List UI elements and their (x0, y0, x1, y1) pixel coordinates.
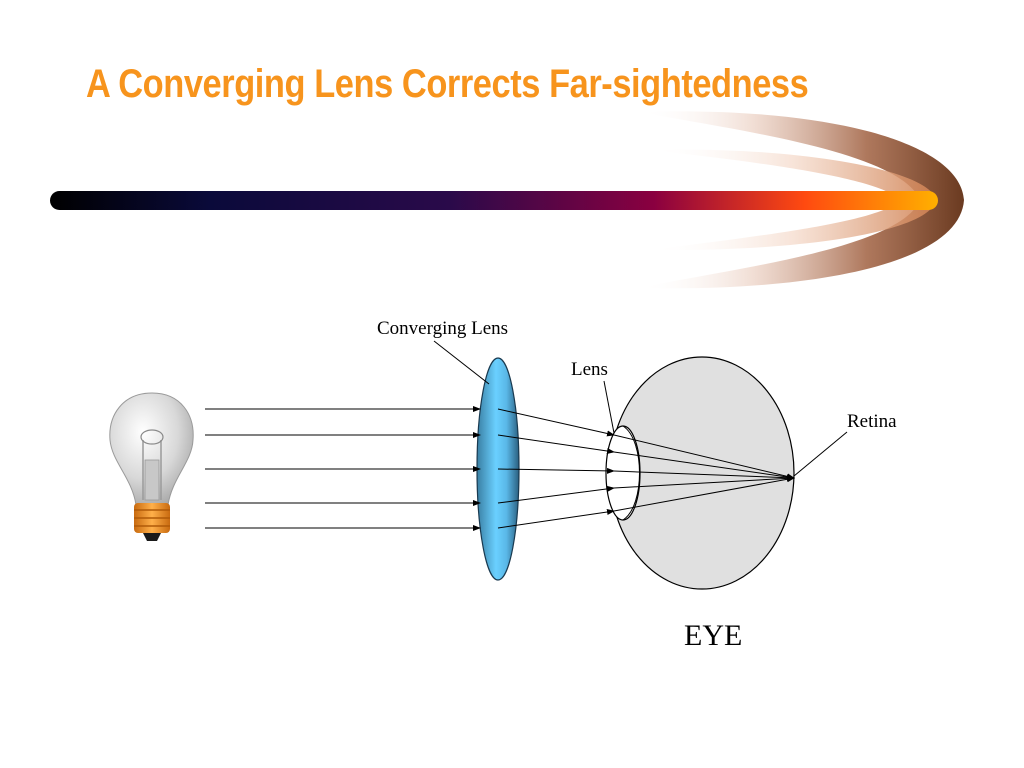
refracted-ray (497, 485, 615, 504)
focused-ray (613, 470, 795, 481)
decorative-gradient-bar (50, 191, 938, 210)
refracted-ray (497, 408, 615, 437)
eye-label: EYE (684, 619, 742, 652)
incident-rays (205, 406, 481, 531)
converging-lens-label: Converging Lens (377, 318, 508, 339)
focused-ray (613, 475, 795, 489)
converging-lens-leader (433, 340, 490, 385)
refracted-rays (497, 408, 615, 529)
retina-leader (793, 431, 848, 477)
focused-ray (613, 434, 795, 480)
refracted-ray (497, 467, 615, 474)
eye (605, 356, 795, 590)
lens-leader (603, 380, 615, 434)
leader-lines (433, 340, 848, 477)
light-bulb-icon (109, 392, 194, 541)
refracted-ray (497, 434, 615, 454)
decorative-swoosh (640, 111, 964, 289)
focused-rays (613, 434, 795, 512)
title-decoration (50, 111, 964, 289)
slide-title: A Converging Lens Corrects Far-sightedne… (86, 62, 809, 106)
focused-ray (613, 476, 795, 512)
retina-label: Retina (847, 411, 897, 432)
lens-label: Lens (571, 359, 608, 380)
refracted-ray (497, 509, 615, 529)
focused-ray (613, 451, 795, 480)
decorative-swoosh-inner (650, 149, 936, 251)
